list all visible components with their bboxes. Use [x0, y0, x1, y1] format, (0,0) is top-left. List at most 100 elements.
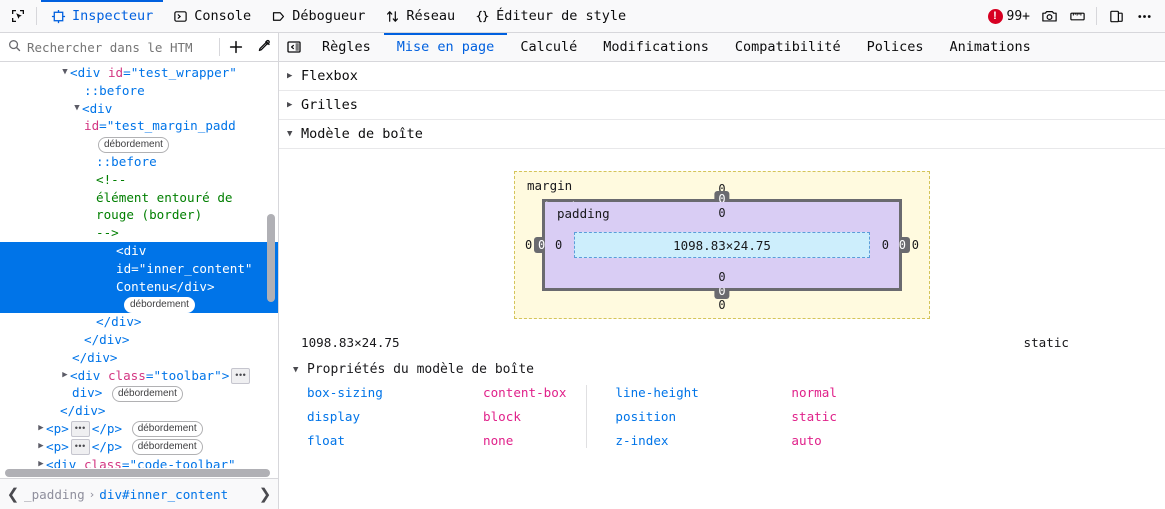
box-model-margin-region[interactable]: margin 0 0 0 0 border 0 0 0 0 paddin — [514, 171, 930, 319]
property-value[interactable]: auto — [791, 433, 822, 448]
markup-node-row[interactable]: <p>•••</p> débordement — [0, 438, 278, 456]
markup-node-line: rouge (border) — [96, 207, 203, 223]
markup-node-line: </div> — [72, 349, 118, 365]
meatball-menu-icon[interactable] — [1131, 3, 1157, 29]
markup-node-row[interactable]: ::before — [0, 82, 278, 100]
selected-node-row[interactable]: <div id="inner_content" Contenu</div> dé… — [0, 241, 278, 314]
markup-node-row[interactable]: rouge (border) — [0, 206, 278, 224]
padding-bottom-value[interactable]: 0 — [718, 270, 726, 284]
screenshot-icon[interactable] — [1036, 3, 1062, 29]
dock-toggle-icon[interactable] — [1103, 3, 1129, 29]
property-name[interactable]: float — [307, 433, 345, 448]
markup-node-row[interactable]: <div — [0, 100, 278, 118]
overflow-badge[interactable]: débordement — [124, 296, 195, 313]
padding-top-value[interactable]: 0 — [718, 206, 726, 220]
element-picker-icon[interactable] — [4, 3, 32, 29]
expand-ellipsis-button[interactable]: ••• — [231, 368, 251, 385]
sidebar-tab-mise-en-page[interactable]: Mise en page — [383, 32, 508, 62]
markup-node-row[interactable]: débordement — [0, 135, 278, 153]
network-icon — [385, 9, 400, 24]
property-name[interactable]: display — [307, 409, 361, 424]
property-name[interactable]: box-sizing — [307, 385, 383, 400]
search-input[interactable] — [27, 39, 217, 55]
padding-left-value[interactable]: 0 — [555, 238, 563, 252]
sidebar-tab-modifications[interactable]: Modifications — [603, 39, 709, 55]
responsive-design-mode-icon[interactable] — [1064, 3, 1090, 29]
markup-tree[interactable]: <div id="test_wrapper"::before<divid="te… — [0, 62, 278, 478]
error-count-badge[interactable]: ! 99+ — [984, 8, 1034, 24]
markup-node-row[interactable]: </div> — [0, 313, 278, 331]
markup-node-row[interactable]: id="test_margin_padd — [0, 117, 278, 135]
chevron-right-icon[interactable] — [60, 367, 70, 385]
sidebar-tab-compatibilité[interactable]: Compatibilité — [734, 39, 841, 55]
property-value[interactable]: content-box — [483, 385, 567, 400]
chevron-right-icon[interactable] — [36, 420, 46, 438]
box-model-padding-region[interactable]: padding 0 0 0 0 1098.83×24.75 — [545, 202, 899, 288]
chevron-down-icon — [287, 129, 301, 139]
markup-node-row[interactable]: --> — [0, 224, 278, 242]
markup-node-row[interactable]: </div> — [0, 331, 278, 349]
sidebar-tab-règles[interactable]: Règles — [322, 39, 371, 55]
chevron-right-icon[interactable] — [36, 438, 46, 456]
chevron-down-icon[interactable] — [60, 64, 70, 82]
markup-node-row[interactable]: </div> — [0, 349, 278, 367]
tab-console[interactable]: Console — [163, 0, 261, 33]
tab-editeur-de-style[interactable]: Éditeur de style — [465, 0, 636, 33]
overflow-badge[interactable]: débordement — [111, 385, 183, 402]
overflow-badge[interactable]: débordement — [131, 439, 203, 456]
eyedropper-icon[interactable] — [250, 34, 278, 60]
markup-node-row[interactable]: <p>•••</p> débordement — [0, 420, 278, 438]
property-value[interactable]: normal — [791, 385, 837, 400]
add-node-button[interactable] — [222, 34, 250, 60]
markup-horizontal-scrollbar[interactable] — [5, 469, 270, 477]
chevron-left-icon[interactable]: ❮ — [6, 486, 20, 503]
expand-ellipsis-button[interactable]: ••• — [70, 439, 90, 456]
tab-reseau[interactable]: Réseau — [375, 0, 465, 33]
sidebar-tab-calculé[interactable]: Calculé — [520, 39, 578, 55]
markup-node-line: </div> — [96, 314, 142, 330]
tab-inspecteur[interactable]: Inspecteur — [41, 0, 164, 33]
accordion-grilles[interactable]: Grilles — [279, 91, 1165, 120]
chevron-down-icon[interactable] — [72, 100, 82, 118]
margin-top-value[interactable]: 0 — [718, 182, 726, 196]
property-name[interactable]: z-index — [615, 433, 669, 448]
markup-node-row[interactable]: <div class="code-toolbar" — [0, 456, 278, 474]
error-icon: ! — [987, 8, 1003, 24]
box-model-border-region[interactable]: border 0 0 0 0 padding 0 0 0 0 — [534, 191, 910, 299]
markup-node-row[interactable]: <!-- — [0, 171, 278, 189]
property-name[interactable]: position — [615, 409, 677, 424]
overflow-badge[interactable]: débordement — [131, 421, 203, 438]
markup-node-line: </div> — [60, 403, 106, 419]
markup-node-row[interactable]: ::before — [0, 153, 278, 171]
property-name[interactable]: line-height — [615, 385, 699, 400]
chevron-right-icon[interactable]: ❯ — [258, 486, 272, 503]
property-value[interactable]: none — [483, 433, 514, 448]
margin-right-value[interactable]: 0 — [911, 238, 919, 252]
accordion-modele-de-boite[interactable]: Modèle de boîte — [279, 120, 1165, 149]
property-value[interactable]: static — [791, 409, 837, 424]
breadcrumb-item[interactable]: _padding — [24, 486, 85, 502]
margin-left-value[interactable]: 0 — [525, 238, 533, 252]
sidebar-tab-polices[interactable]: Polices — [866, 39, 924, 55]
markup-vertical-scrollbar[interactable] — [267, 214, 275, 302]
margin-bottom-value[interactable]: 0 — [718, 298, 726, 312]
markup-node-row[interactable]: div> débordement — [0, 384, 278, 402]
chevron-right-icon — [287, 71, 301, 81]
tab-debogueur[interactable]: Débogueur — [261, 0, 375, 33]
tab-label: Éditeur de style — [496, 8, 627, 24]
markup-node-row[interactable]: élément entouré de — [0, 189, 278, 207]
markup-node-row[interactable]: <div id="test_wrapper" — [0, 64, 278, 82]
sidebar-tab-animations[interactable]: Animations — [949, 39, 1031, 55]
markup-node-row[interactable]: </div> — [0, 402, 278, 420]
markup-node-row[interactable]: <div class="toolbar">••• — [0, 367, 278, 385]
overflow-badge[interactable]: débordement — [98, 136, 169, 153]
expand-ellipsis-button[interactable]: ••• — [70, 421, 90, 438]
box-model-properties-header[interactable]: Propriétés du modèle de boîte — [279, 362, 1165, 377]
padding-right-value[interactable]: 0 — [881, 238, 889, 252]
collapse-sidebar-icon[interactable] — [279, 33, 309, 61]
breadcrumb-item[interactable]: div#inner_content — [99, 486, 229, 502]
property-value[interactable]: block — [483, 409, 521, 424]
accordion-flexbox[interactable]: Flexbox — [279, 62, 1165, 91]
box-model-content-region[interactable]: 1098.83×24.75 — [574, 232, 870, 258]
